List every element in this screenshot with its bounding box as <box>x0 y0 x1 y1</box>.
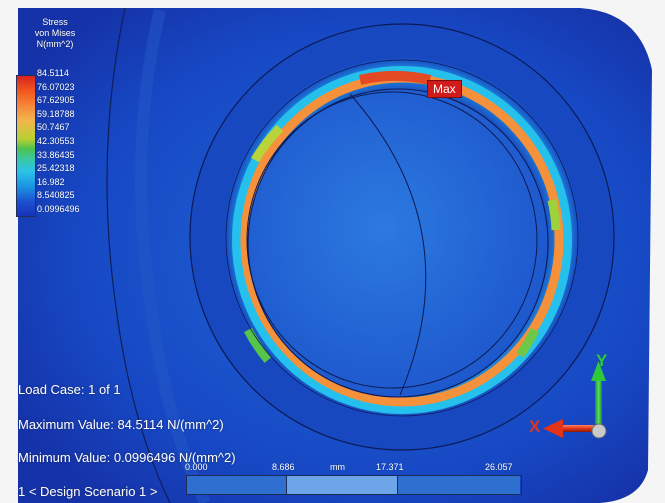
x-axis-label: X <box>529 417 541 436</box>
scale-tick-0: 0.000 <box>185 462 208 472</box>
scale-tick-3: 26.057 <box>485 462 513 472</box>
legend-tick: 33.86435 <box>37 149 75 160</box>
bore <box>247 88 549 398</box>
legend-tick: 59.18788 <box>37 108 75 119</box>
scale-bar <box>186 475 522 495</box>
scale-tick-1: 8.686 <box>272 462 295 472</box>
legend-title-stress: Stress <box>42 17 68 27</box>
legend-tick: 42.30553 <box>37 136 75 146</box>
max-marker: Max <box>427 80 462 98</box>
legend-tick: 50.7467 <box>37 122 70 133</box>
legend-tick: 84.5114 <box>37 68 69 78</box>
legend-title-units: N(mm^2) <box>36 39 74 49</box>
legend-title-vonmises: von Mises <box>34 28 76 38</box>
legend-tick: 16.982 <box>37 176 65 187</box>
legend-tick: 0.0996496 <box>37 204 80 214</box>
max-region <box>358 71 432 85</box>
load-case-text: Load Case: 1 of 1 <box>18 382 121 397</box>
legend-tick: 67.62905 <box>37 95 75 106</box>
scale-tick-2: 17.371 <box>376 462 404 472</box>
maximum-value-text: Maximum Value: 84.5114 N/(mm^2) <box>18 417 224 432</box>
fillet-edge <box>106 7 171 503</box>
design-scenario-text[interactable]: 1 < Design Scenario 1 > <box>18 484 158 499</box>
scale-unit: mm <box>330 462 345 472</box>
triad-axes-icon <box>543 361 607 439</box>
legend-tick: 76.07023 <box>37 81 75 92</box>
legend-color-bar <box>16 75 36 217</box>
legend-tick: 25.42318 <box>37 163 75 174</box>
minimum-value-text: Minimum Value: 0.0996496 N/(mm^2) <box>18 450 236 465</box>
view-triad[interactable]: Y X <box>525 351 625 455</box>
shaft-outline <box>246 91 538 389</box>
y-axis-label: Y <box>596 351 608 370</box>
legend-tick: 8.540825 <box>37 190 75 201</box>
